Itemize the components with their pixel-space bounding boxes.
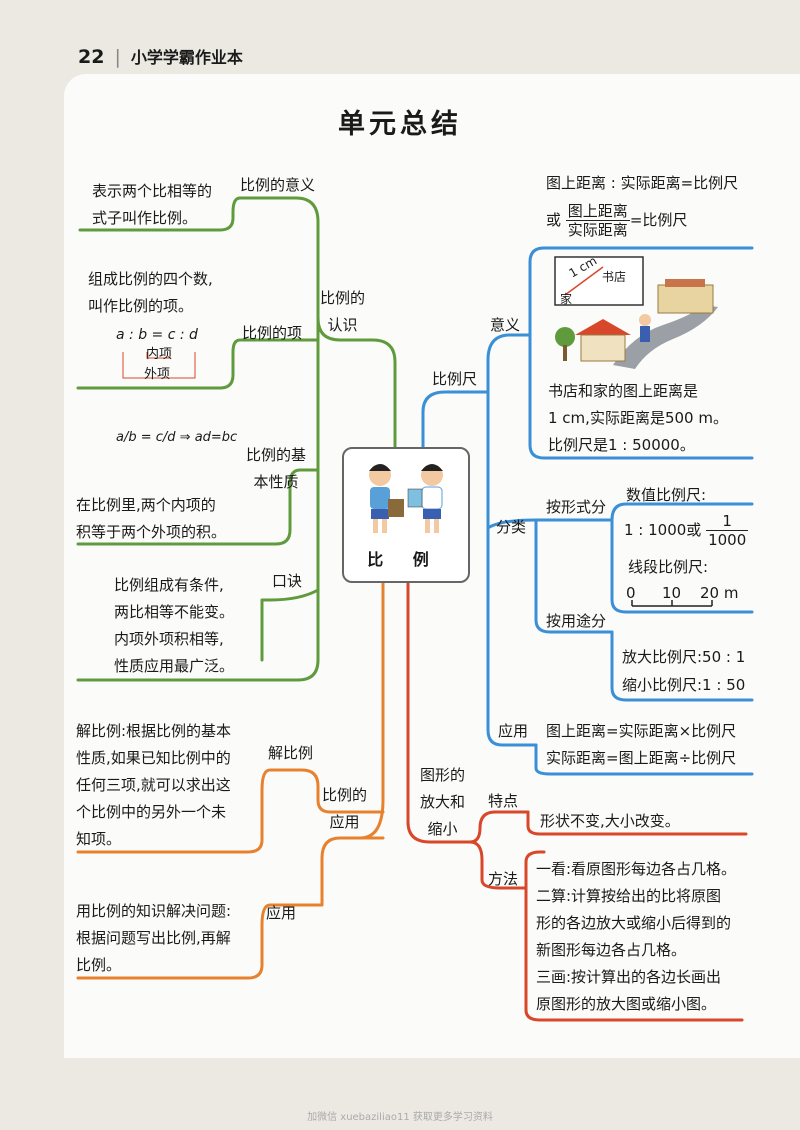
red-trunk xyxy=(406,577,472,844)
meaning-bottom xyxy=(528,333,754,460)
center-box xyxy=(342,447,470,583)
page-number: 22 xyxy=(78,46,105,68)
meaning-text: 表示两个比相等的 式子叫作比例。 xyxy=(92,182,213,227)
book-title: 小学学霸作业本 xyxy=(130,48,243,67)
solve-label: 解比例 xyxy=(268,744,314,762)
by-use-frame xyxy=(610,630,754,702)
solve-branch xyxy=(76,768,385,854)
meaning-label: 比例的意义 xyxy=(240,176,316,194)
terms-formula: a : b = c : d xyxy=(116,327,198,343)
map-shop: 书店 xyxy=(602,270,627,284)
by-use-link xyxy=(534,518,614,634)
scale-example: 书店和家的图上距离是 1 cm,实际距离是500 m。 比例尺是1 : 5000… xyxy=(548,382,728,454)
outer-arrow xyxy=(122,352,196,379)
line-scale-label: 线段比例尺: xyxy=(628,558,709,576)
scale-formula-2: 或 图上距离实际距离=比例尺 xyxy=(546,202,688,239)
meaning-leaf xyxy=(78,196,242,232)
application-frame xyxy=(534,743,754,776)
map-illustration xyxy=(553,255,721,373)
method-frame xyxy=(524,886,744,1022)
green-spine xyxy=(76,316,320,682)
watermark-footer: 加微信 xuebaziliao11 获取更多学习资料 xyxy=(307,1112,493,1123)
method-text: 一看:看原图形每边各占几格。 二算:计算按给出的比将原图 形的各边放大或缩小后得… xyxy=(536,860,737,1013)
center-label: 比 例 xyxy=(367,550,441,569)
by-form-bottom xyxy=(610,518,754,614)
branch-recognition-label: 比例的 认识 xyxy=(320,289,366,334)
rhyme-label: 口诀 xyxy=(272,572,303,590)
scale-bar xyxy=(631,600,713,607)
scale-tick-10: 10 xyxy=(662,584,682,602)
solve-text: 解比例:根据比例的基本 性质,如果已知比例中的 任何三项,就可以求出这 个比例中… xyxy=(76,722,232,848)
apply-text: 用比例的知识解决问题: 根据问题写出比例,再解 比例。 xyxy=(76,902,232,974)
inner-label: 内项 xyxy=(146,347,173,362)
scale-tick-20: 20 m xyxy=(700,584,739,602)
map-illustration-icon xyxy=(554,256,718,369)
numeric-scale-label: 数值比例尺: xyxy=(626,486,707,504)
apply-branch xyxy=(76,836,385,980)
apply-label: 应用 xyxy=(266,904,297,922)
feature-label: 特点 xyxy=(488,792,519,810)
method-top xyxy=(524,850,546,890)
blue-trunk xyxy=(421,390,490,449)
meaning-frame xyxy=(518,246,754,337)
inner-arrow xyxy=(146,352,171,359)
scale-label: 比例尺 xyxy=(432,370,478,388)
terms-text: 组成比例的四个数, 叫作比例的项。 xyxy=(88,270,213,315)
scale-formula-1: 图上距离 : 实际距离=比例尺 xyxy=(546,174,739,192)
method-link xyxy=(468,840,528,890)
property-text: 在比例里,两个内项的 积等于两个外项的积。 xyxy=(76,496,227,541)
terms-label: 比例的项 xyxy=(242,324,303,342)
feature-frame xyxy=(526,810,748,836)
classify-spine xyxy=(486,390,538,747)
by-use-label: 按用途分 xyxy=(546,612,607,630)
map-home: 家 xyxy=(560,292,573,306)
enlarge-scale: 放大比例尺:50 : 1 xyxy=(622,648,746,666)
scale-tick-0: 0 xyxy=(626,584,636,602)
scale-meaning-label: 意义 xyxy=(490,316,521,334)
property-formula: a/b = c/d ⇒ ad=bc xyxy=(116,430,238,445)
red-spine xyxy=(468,810,530,844)
scale-application-lines: 图上距离=实际距离×比例尺 实际距离=图上距离÷比例尺 xyxy=(546,722,737,767)
reduce-scale: 缩小比例尺:1 : 50 xyxy=(622,676,746,694)
scale-application-label: 应用 xyxy=(498,722,529,740)
property-branch xyxy=(76,468,320,546)
rhyme-text: 比例组成有条件, 两比相等不能变。 内项外项积相等, 性质应用最广泛。 xyxy=(114,576,235,675)
terms-branch xyxy=(76,338,320,390)
property-label: 比例的基 本性质 xyxy=(246,446,307,491)
scaling-label: 图形的 放大和 缩小 xyxy=(420,766,466,838)
branch-application-label: 比例的 应用 xyxy=(322,786,368,831)
method-label: 方法 xyxy=(488,870,519,888)
feature-text: 形状不变,大小改变。 xyxy=(540,812,680,830)
page-title: 单元总结 xyxy=(338,109,462,140)
outer-label: 外项 xyxy=(144,367,171,382)
blue-spine xyxy=(486,333,522,394)
by-form-label: 按形式分 xyxy=(546,498,607,516)
rhyme-branch xyxy=(260,588,320,662)
classify-label: 分类 xyxy=(496,518,527,536)
green-trunk xyxy=(238,196,397,449)
page-header: 22|小学学霸作业本 xyxy=(78,46,243,68)
children-illustration-icon xyxy=(369,464,443,533)
